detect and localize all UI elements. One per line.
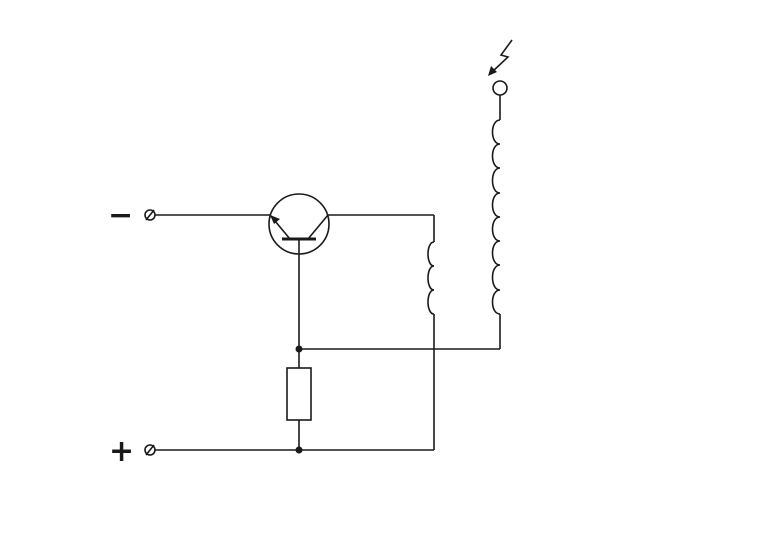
spark-lightning-icon [491, 39, 513, 73]
resistor [286, 367, 312, 421]
transistor-emitter-arrow [270, 215, 280, 224]
negative-terminal: − [108, 198, 156, 233]
negative-terminal-label: − [108, 198, 133, 233]
circuit-wires [155, 95, 501, 451]
spark-lightning-arrowhead [488, 66, 497, 76]
spark-output [488, 39, 513, 96]
transistor-collector-lead [307, 214, 329, 240]
junction-dot-upper [295, 345, 303, 353]
spark-terminal-ring [492, 80, 508, 96]
primary-coil [427, 241, 435, 315]
junction-dot-lower [295, 446, 303, 454]
secondary-coil [491, 119, 501, 315]
positive-terminal-screw-slot [145, 444, 155, 456]
positive-terminal: + [109, 434, 156, 469]
positive-terminal-label: + [109, 434, 134, 469]
negative-terminal-screw-slot [145, 209, 155, 221]
